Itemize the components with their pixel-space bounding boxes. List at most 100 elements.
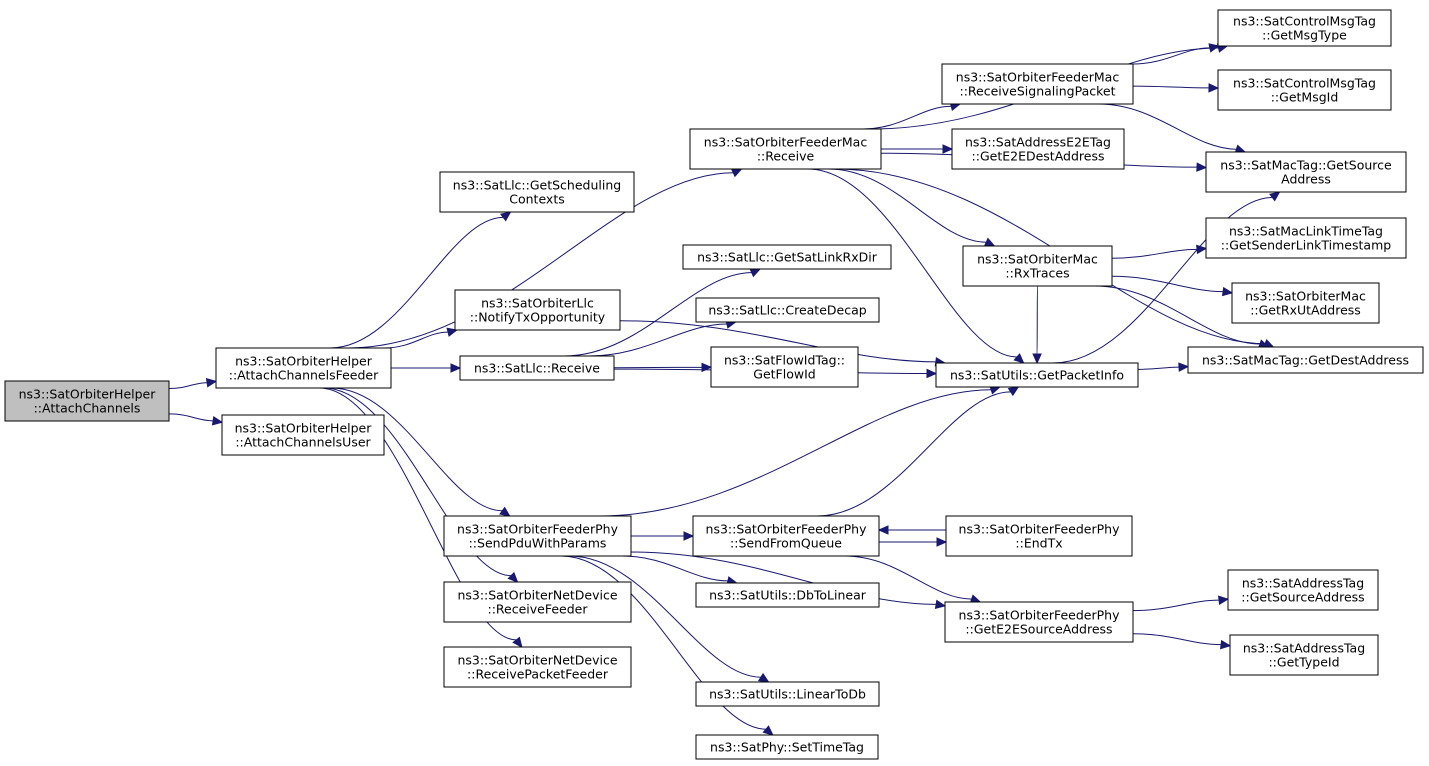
edge-line <box>561 555 766 730</box>
edge-line <box>599 389 992 517</box>
edge-line <box>1098 103 1237 150</box>
edge-arrowhead <box>701 362 713 373</box>
edge-line <box>863 105 952 130</box>
function-node-acf[interactable]: ns3::SatOrbiterHelper::AttachChannelsFee… <box>215 347 392 389</box>
function-node-fid[interactable]: ns3::SatFlowIdTag::GetFlowId <box>710 346 859 388</box>
edge-line <box>1132 633 1222 646</box>
call-edge-ge2es-to-attid <box>1132 633 1232 650</box>
call-edge-spwp-to-sfq <box>631 531 695 541</box>
node-label-line: ns3::SatOrbiterMac <box>1245 289 1366 304</box>
function-node-gmt[interactable]: ns3::SatControlMsgTag::GetMsgType <box>1217 9 1392 47</box>
function-node-sfq[interactable]: ns3::SatOrbiterFeederPhy::SendFromQueue <box>692 515 880 557</box>
node-label-line: ::ReceivePacketFeeder <box>467 667 609 682</box>
node-label-line: ::GetSourceAddress <box>1241 590 1364 605</box>
call-edge-rsp-to-gmi <box>1132 83 1220 93</box>
edge-line <box>1132 85 1210 89</box>
function-node-fmrx[interactable]: ns3::SatOrbiterFeederMac::Receive <box>689 128 882 170</box>
function-node-llcrx[interactable]: ns3::SatLlc::Receive <box>459 355 615 381</box>
node-label-line: ns3::SatOrbiterNetDevice <box>457 588 617 603</box>
edge-arrowhead <box>1013 353 1025 364</box>
function-node-attid[interactable]: ns3::SatAddressTag::GetTypeId <box>1229 634 1379 676</box>
call-edge-ge2es-to-atsrc <box>1132 595 1230 612</box>
call-edge-acf-to-gsc <box>330 211 512 349</box>
node-label-line: ns3::SatPhy::SetTimeTag <box>710 740 864 755</box>
call-edge-acf-to-ntx <box>384 327 459 349</box>
function-node-slts[interactable]: ns3::SatMacLinkTimeTag::GetSenderLinkTim… <box>1205 217 1407 259</box>
node-box <box>945 515 1133 557</box>
edge-arrowhead <box>757 672 770 683</box>
edge-line <box>1137 366 1180 370</box>
edge-line <box>619 320 936 363</box>
function-node-acu[interactable]: ns3::SatOrbiterHelper::AttachChannelsUse… <box>221 414 385 456</box>
function-node-ge2es[interactable]: ns3::SatOrbiterFeederPhy::GetE2ESourceAd… <box>944 601 1134 643</box>
edge-arrowhead <box>450 363 462 373</box>
function-node-stt[interactable]: ns3::SatPhy::SetTimeTag <box>695 734 879 760</box>
function-node-etx[interactable]: ns3::SatOrbiterFeederPhy::EndTx <box>945 515 1133 557</box>
function-node-grxut[interactable]: ns3::SatOrbiterMac::GetRxUtAddress <box>1231 282 1380 324</box>
edge-arrowhead <box>211 416 224 426</box>
edge-arrowhead <box>1219 639 1232 650</box>
node-label-line: ns3::SatAddressE2ETag <box>965 135 1111 150</box>
edge-line <box>331 387 503 512</box>
function-node-mtsrc[interactable]: ns3::SatMacTag::GetSourceAddress <box>1205 151 1407 193</box>
node-box <box>944 601 1134 643</box>
edge-arrowhead <box>499 506 511 517</box>
node-label-line: ::SendFromQueue <box>730 536 842 551</box>
node-label-line: ::AttachChannels <box>34 401 141 416</box>
edge-line <box>168 382 208 390</box>
call-edge-etx-to-sfq <box>877 525 947 535</box>
function-node-cdec[interactable]: ns3::SatLlc::CreateDecap <box>695 297 880 323</box>
function-node-spwp[interactable]: ns3::SatOrbiterFeederPhy::SendPduWithPar… <box>443 515 632 557</box>
edge-arrowhead <box>446 327 459 337</box>
call-edge-root-to-acf <box>168 378 218 390</box>
node-box <box>695 582 880 608</box>
node-label-line: ns3::SatAddressTag <box>1243 641 1365 656</box>
node-label-line: ns3::SatAddressTag <box>1242 576 1364 591</box>
node-label-line: ::GetMsgType <box>1262 28 1347 43</box>
edge-line <box>168 413 214 422</box>
call-edge-fmrx-to-rsp <box>863 101 962 130</box>
function-node-ntx[interactable]: ns3::SatOrbiterLlc::NotifyTxOpportunity <box>454 289 621 331</box>
node-label-line: Address <box>1281 172 1331 187</box>
function-node-ltd[interactable]: ns3::SatUtils::LinearToDb <box>695 681 880 707</box>
node-box <box>710 346 859 388</box>
call-edge-spwp-to-stt <box>561 555 774 736</box>
call-edge-sfq-to-etx <box>878 537 948 547</box>
function-node-gmi[interactable]: ns3::SatControlMsgTag::GetMsgId <box>1217 69 1392 111</box>
function-node-rpf[interactable]: ns3::SatOrbiterNetDevice::ReceivePacketF… <box>443 646 632 688</box>
edge-arrowhead <box>934 599 947 609</box>
function-node-mtdst[interactable]: ns3::SatMacTag::GetDestAddress <box>1187 346 1424 374</box>
function-node-gpi[interactable]: ns3::SatUtils::GetPacketInfo <box>935 362 1139 388</box>
function-node-rxt[interactable]: ns3::SatOrbiterMac::RxTraces <box>962 245 1113 287</box>
call-edge-gpi-to-mtsrc <box>1052 191 1281 364</box>
node-box <box>1205 217 1407 259</box>
node-box <box>962 245 1113 287</box>
node-label-line: ns3::SatControlMsgTag <box>1233 76 1376 91</box>
call-edge-fmrx-to-e2ed <box>880 144 954 154</box>
edge-arrowhead <box>983 237 996 247</box>
function-node-e2ed[interactable]: ns3::SatAddressE2ETag::GetE2EDestAddress <box>951 128 1125 170</box>
edge-arrowhead <box>926 368 938 379</box>
edge-line <box>588 323 727 357</box>
edge-arrowhead <box>683 531 695 541</box>
node-box <box>1227 569 1379 611</box>
node-label-line: ::GetMsgId <box>1271 90 1339 105</box>
node-label-line: ns3::SatUtils::LinearToDb <box>709 687 866 702</box>
edge-line <box>564 272 752 357</box>
edge-line <box>1132 599 1220 612</box>
function-node-root[interactable]: ns3::SatOrbiterHelper::AttachChannels <box>4 380 170 422</box>
edge-arrowhead <box>1221 286 1234 297</box>
node-label-line: ::GetTypeId <box>1268 655 1339 670</box>
function-node-atsrc[interactable]: ns3::SatAddressTag::GetSourceAddress <box>1227 569 1379 611</box>
edge-line <box>1132 47 1210 65</box>
function-node-rf[interactable]: ns3::SatOrbiterNetDevice::ReceiveFeeder <box>443 581 632 623</box>
node-box <box>682 244 892 270</box>
edge-line <box>1094 285 1260 345</box>
function-node-rsp[interactable]: ns3::SatOrbiterFeederMac::ReceiveSignali… <box>941 63 1134 105</box>
node-label-line: ns3::SatMacTag::GetSource <box>1220 158 1392 173</box>
function-node-dbl[interactable]: ns3::SatUtils::DbToLinear <box>695 582 880 608</box>
function-node-gslrd[interactable]: ns3::SatLlc::GetSatLinkRxDir <box>682 244 892 270</box>
node-box <box>443 515 632 557</box>
